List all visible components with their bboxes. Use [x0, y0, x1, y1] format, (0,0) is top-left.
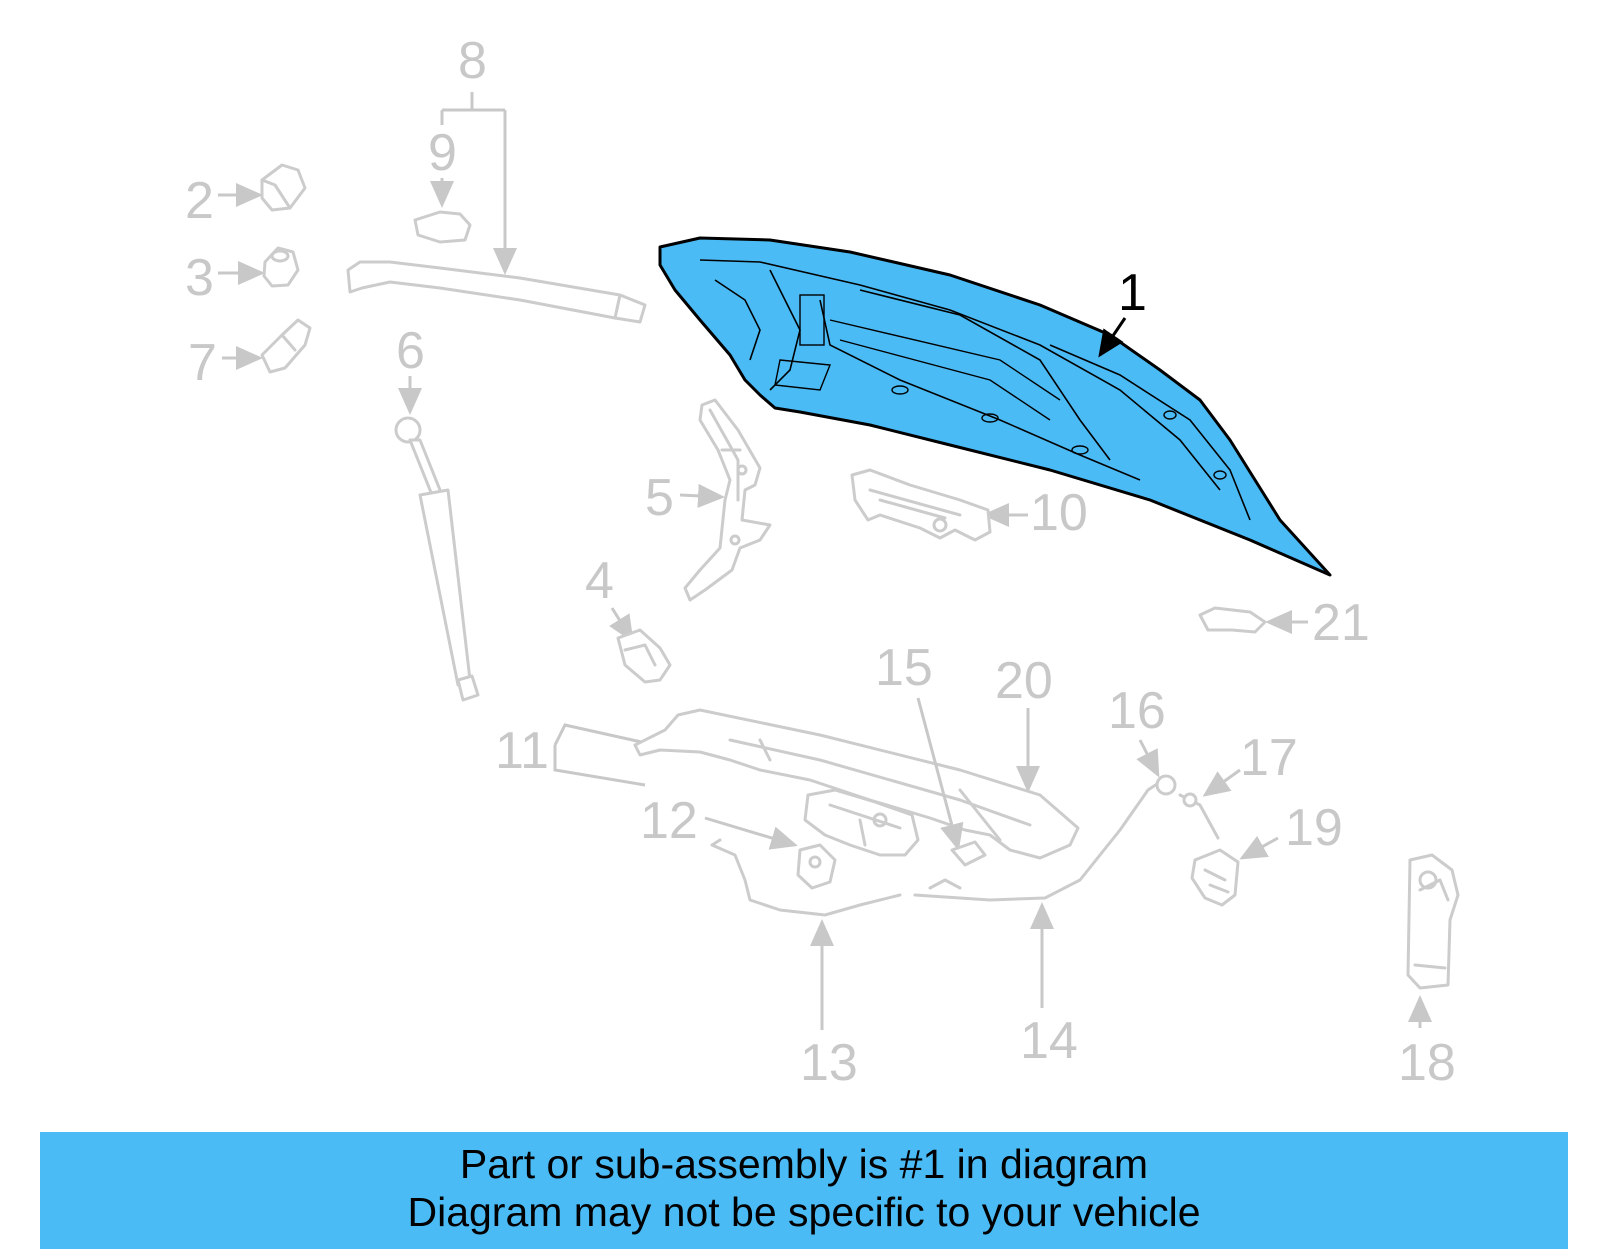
- bracket-part-21[interactable]: [1198, 606, 1267, 634]
- callout-10: 10: [1030, 484, 1088, 542]
- callout-8: 8: [458, 32, 487, 90]
- callout-20: 20: [995, 652, 1053, 710]
- bumper-stop-part-2[interactable]: [260, 163, 307, 212]
- callout-4: 4: [585, 552, 614, 610]
- handle-part-17[interactable]: [1178, 792, 1220, 840]
- banner-line-1: Part or sub-assembly is #1 in diagram: [459, 1141, 1149, 1187]
- callout-15: 15: [875, 639, 933, 697]
- banner-line-2: Diagram may not be specific to your vehi…: [407, 1189, 1201, 1235]
- weatherstrip-part-8[interactable]: [346, 260, 647, 324]
- callout-9: 9: [428, 124, 457, 182]
- clip-part-7[interactable]: [260, 318, 312, 374]
- callout-19: 19: [1285, 799, 1343, 857]
- latch-part-10[interactable]: [850, 468, 992, 542]
- cover-part-12[interactable]: [796, 843, 837, 890]
- callout-14: 14: [1020, 1012, 1078, 1070]
- callout-7: 7: [188, 334, 217, 392]
- callout-21: 21: [1312, 594, 1370, 652]
- clip-part-15[interactable]: [950, 840, 987, 867]
- cover-part-18[interactable]: [1406, 853, 1460, 990]
- release-cable-part-13[interactable]: [710, 838, 902, 917]
- clip-part-9[interactable]: [413, 210, 472, 244]
- callout-17: 17: [1240, 729, 1298, 787]
- callout-16: 16: [1108, 682, 1166, 740]
- callout-13: 13: [800, 1034, 858, 1092]
- callout-3: 3: [185, 249, 214, 307]
- support-strut-part-6[interactable]: [394, 416, 480, 702]
- bracket-part-19[interactable]: [1190, 848, 1240, 907]
- hood-part[interactable]: [658, 236, 1332, 577]
- callout-18: 18: [1398, 1034, 1456, 1092]
- hinge-part-5[interactable]: [683, 398, 772, 602]
- callout-6: 6: [396, 322, 425, 380]
- callout-2: 2: [185, 172, 214, 230]
- info-banner: Part or sub-assembly is #1 in diagram Di…: [40, 1132, 1568, 1249]
- callout-12: 12: [640, 792, 698, 850]
- bumper-part-3[interactable]: [262, 246, 300, 288]
- callout-5: 5: [645, 469, 674, 527]
- callout-1: 1: [1118, 264, 1147, 322]
- bumper-part-4[interactable]: [616, 628, 672, 684]
- release-cable-part-14[interactable]: [913, 780, 1162, 902]
- callout-11: 11: [495, 722, 549, 780]
- grommet-part-16[interactable]: [1155, 774, 1177, 796]
